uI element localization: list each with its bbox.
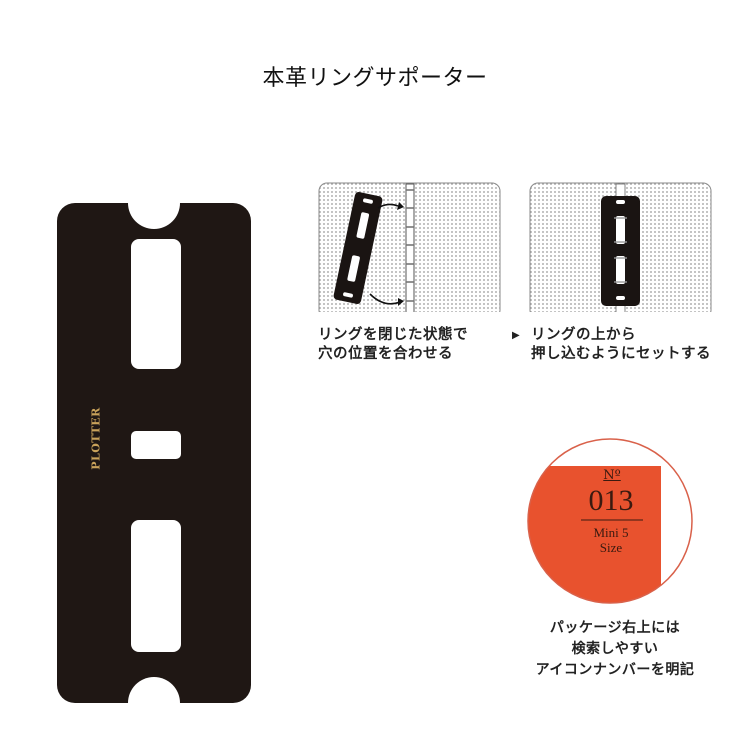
step-1-caption-line1: リングを閉じた状態で	[318, 327, 468, 343]
page-title: 本革リングサポーター	[262, 66, 488, 91]
badge-caption-line2: 検索しやすい	[571, 641, 659, 657]
badge-caption-line1: パッケージ右上には	[549, 620, 681, 636]
step-1-illustration	[318, 182, 501, 312]
ring-supporter-illustration	[57, 203, 251, 707]
badge-caption-line3: アイコンナンバーを明記	[535, 662, 695, 678]
badge-number-label: Nº	[603, 468, 621, 483]
step-2-caption: リングの上から 押し込むようにセットする	[531, 326, 711, 364]
brand-stamp: PLOTTER	[89, 407, 103, 470]
step-2-caption-line2: 押し込むようにセットする	[531, 346, 711, 362]
step-arrow-icon: ▶	[512, 330, 520, 341]
badge-number: 013	[588, 484, 634, 517]
step-2-illustration	[529, 182, 712, 312]
icon-number-badge	[527, 438, 693, 608]
badge-size-line1: Mini 5	[593, 525, 629, 540]
step-1-caption-line2: 穴の位置を合わせる	[318, 346, 453, 362]
badge-size-line2: Size	[599, 540, 623, 555]
step-2-caption-line1: リングの上から	[531, 327, 636, 343]
badge-caption: パッケージ右上には 検索しやすい アイコンナンバーを明記	[500, 618, 730, 681]
step-1-caption: リングを閉じた状態で 穴の位置を合わせる	[318, 326, 468, 364]
